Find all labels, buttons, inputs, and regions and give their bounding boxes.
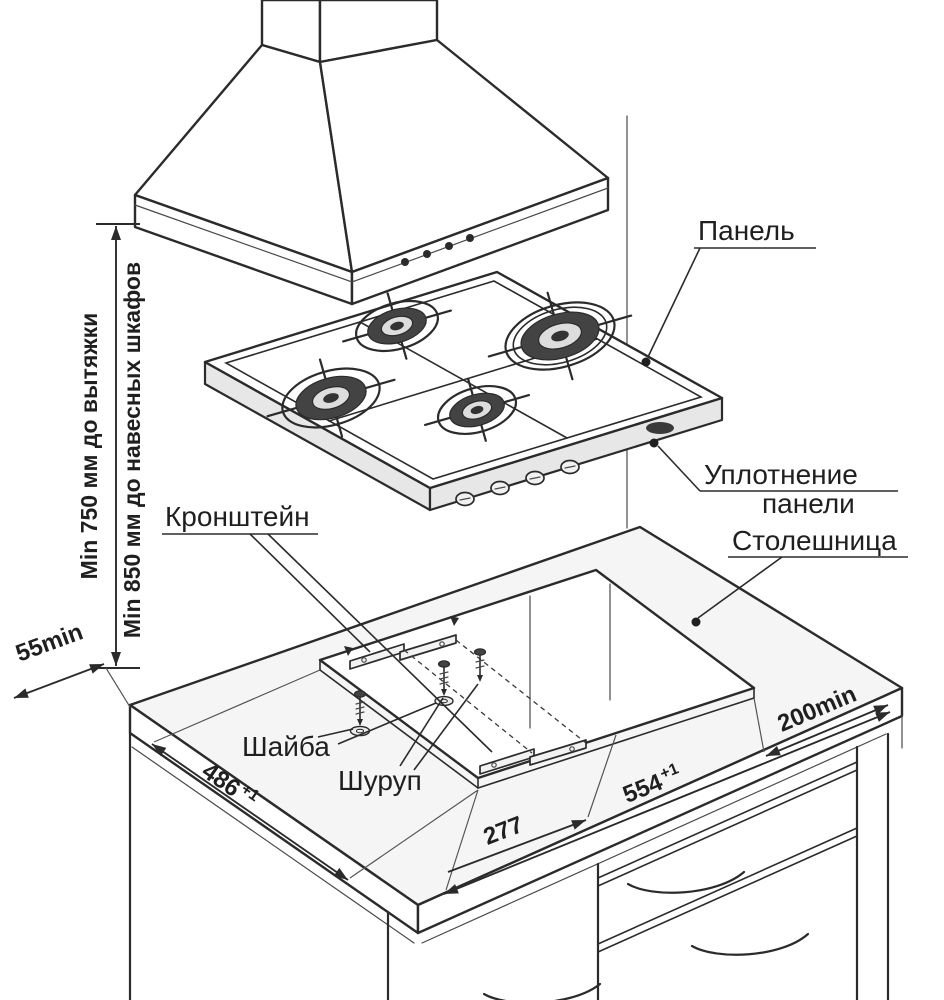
hood-button-icon	[401, 258, 409, 266]
countertop-label: Столешница	[732, 525, 897, 556]
burner-front-left	[266, 358, 396, 438]
hood-button-icon	[423, 250, 431, 258]
callout-screw: Шуруп	[338, 683, 479, 796]
screw-icon	[473, 648, 487, 682]
control-knob	[560, 459, 580, 475]
burner-back-left	[342, 292, 452, 360]
washer-icon	[434, 695, 454, 707]
hood-buttons	[401, 234, 474, 266]
callout-countertop: Столешница	[691, 525, 908, 627]
hood-button-icon	[466, 234, 474, 242]
control-knob	[455, 491, 475, 507]
callout-seal: Уплотнение панели	[649, 438, 898, 519]
seal-label-line2: панели	[762, 488, 855, 519]
control-knob	[490, 480, 510, 496]
cabinet-interior-walls	[529, 583, 611, 729]
brand-logo-icon	[646, 422, 674, 434]
bracket-label: Кронштейн	[165, 501, 310, 532]
seal-label-line1: Уплотнение	[704, 459, 858, 490]
cooktop-panel	[203, 270, 724, 512]
burner-front-center	[423, 378, 531, 442]
burner-wok	[487, 291, 633, 381]
hood-rim-seam	[134, 187, 609, 283]
min-hood-clearance-label: Min 750 мм до вытяжки	[76, 313, 102, 580]
control-knob	[525, 470, 545, 486]
door-handle-icon	[482, 982, 602, 1000]
callout-bracket: Кронштейн	[162, 501, 493, 753]
dimension-side-min: 55min	[12, 618, 131, 708]
panel-label: Панель	[698, 215, 795, 246]
control-knobs	[455, 459, 580, 507]
dimension-min-clearance: Min 750 мм до вытяжки Min 850 мм до наве…	[76, 223, 145, 669]
range-hood	[133, 0, 610, 306]
bracket-position-marker	[450, 616, 459, 626]
drawer-handle-icon	[690, 932, 810, 956]
min-cabinet-clearance-label: Min 850 мм до навесных шкафов	[119, 262, 145, 638]
bracket-position-marker	[344, 646, 353, 656]
drawer-handle-icon	[626, 870, 746, 894]
washer-label: Шайба	[242, 731, 330, 762]
hood-rim-right	[350, 176, 610, 306]
hood-button-icon	[445, 242, 453, 250]
callout-washer: Шайба	[242, 702, 437, 762]
side-min-label: 55min	[12, 618, 86, 667]
screw-label: Шуруп	[338, 765, 422, 796]
callout-panel: Панель	[641, 215, 816, 367]
